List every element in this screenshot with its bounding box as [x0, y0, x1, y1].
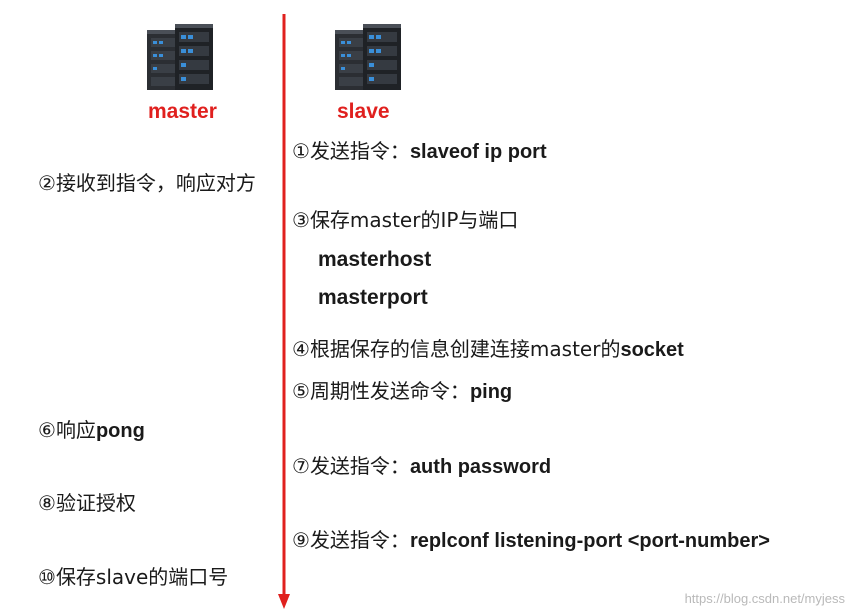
timeline-arrow [278, 14, 290, 609]
step-9: ⑨发送指令：replconf listening-port <port-numb… [292, 528, 770, 552]
step-6: ⑥响应pong [38, 418, 145, 442]
master-label: master [148, 100, 217, 123]
saved-field-masterhost: masterhost [318, 248, 432, 271]
slave-label: slave [337, 100, 390, 123]
step-4: ④根据保存的信息创建连接master的socket [292, 337, 684, 361]
slave-server-icon [335, 24, 401, 90]
step-7: ⑦发送指令：auth password [292, 454, 552, 478]
master-server-icon [147, 24, 213, 90]
saved-field-masterport: masterport [318, 286, 428, 309]
step-2: ②接收到指令，响应对方 [38, 171, 256, 195]
step-8: ⑧验证授权 [38, 491, 136, 515]
step-10: ⑩保存slave的端口号 [38, 565, 229, 589]
watermark: https://blog.csdn.net/myjess [684, 591, 845, 606]
step-3: ③保存master的IP与端口 [292, 208, 519, 232]
step-5: ⑤周期性发送命令：ping [292, 379, 513, 403]
step-1: ①发送指令：slaveof ip port [292, 139, 547, 163]
